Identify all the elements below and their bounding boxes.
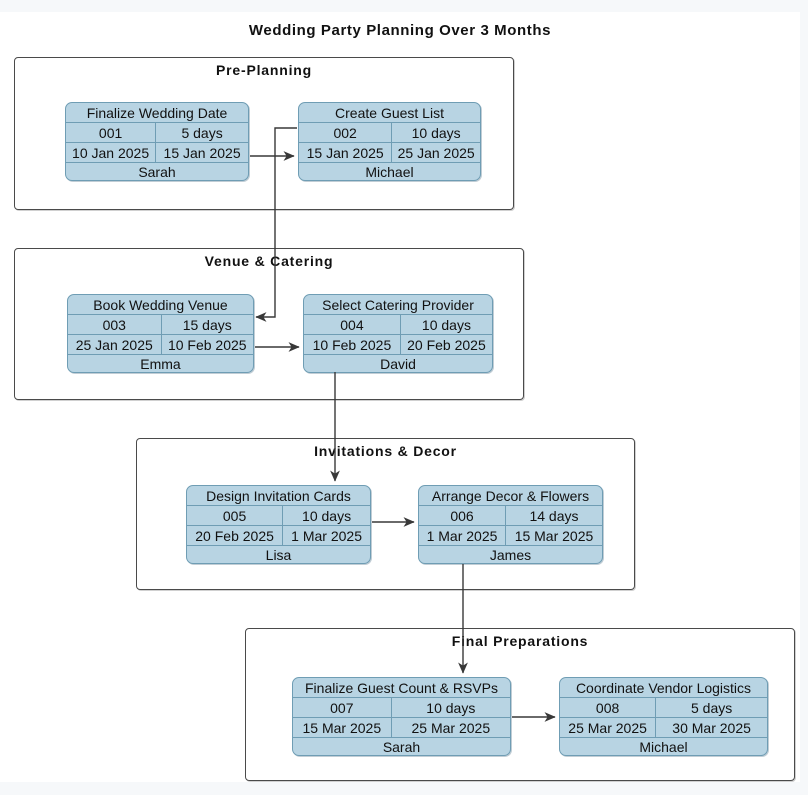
task-title: Finalize Wedding Date [66, 103, 248, 123]
task-owner: Emma [140, 355, 181, 372]
page-margin-right [800, 0, 808, 795]
task-card-select-catering-provider: Select Catering Provider 004 10 days 10 … [303, 294, 493, 373]
task-id: 003 [68, 315, 161, 335]
task-duration: 10 days [390, 698, 510, 718]
task-owner: Sarah [382, 738, 421, 755]
task-id: 006 [419, 506, 505, 526]
task-start-date: 15 Jan 2025 [299, 143, 392, 163]
task-card-coordinate-vendor-logistics: Coordinate Vendor Logistics 008 5 days 2… [559, 677, 768, 756]
task-duration: 10 days [399, 315, 492, 335]
task-end-date: 15 Jan 2025 [155, 143, 248, 163]
group-title: Pre-Planning [216, 62, 312, 78]
task-title: Finalize Guest Count & RSVPs [293, 678, 510, 698]
task-id: 008 [560, 698, 656, 718]
task-card-design-invitation-cards: Design Invitation Cards 005 10 days 20 F… [186, 485, 371, 564]
task-card-finalize-wedding-date: Finalize Wedding Date 001 5 days 10 Jan … [65, 102, 249, 181]
task-id: 007 [293, 698, 391, 718]
task-duration: 5 days [155, 123, 248, 143]
task-owner: Sarah [138, 163, 176, 180]
task-title: Design Invitation Cards [187, 486, 370, 506]
task-duration: 5 days [655, 698, 767, 718]
task-id: 001 [66, 123, 156, 143]
page-margin-bottom [0, 782, 808, 795]
task-start-date: 15 Mar 2025 [293, 718, 391, 738]
task-title: Book Wedding Venue [68, 295, 253, 315]
task-owner: James [489, 546, 532, 563]
group-venue-catering: Venue & Catering Book Wedding Venue 003 … [14, 248, 524, 400]
task-end-date: 10 Feb 2025 [160, 335, 253, 355]
task-end-date: 1 Mar 2025 [282, 526, 370, 546]
task-owner: Lisa [265, 546, 292, 563]
task-owner: Michael [365, 163, 414, 180]
task-id: 005 [187, 506, 283, 526]
task-duration: 10 days [282, 506, 370, 526]
task-id: 004 [304, 315, 400, 335]
task-card-arrange-decor-flowers: Arrange Decor & Flowers 006 14 days 1 Ma… [418, 485, 603, 564]
task-duration: 10 days [391, 123, 480, 143]
task-owner: Michael [639, 738, 688, 755]
task-end-date: 30 Mar 2025 [655, 718, 767, 738]
task-title: Coordinate Vendor Logistics [560, 678, 767, 698]
task-start-date: 20 Feb 2025 [187, 526, 283, 546]
group-title: Venue & Catering [204, 253, 334, 269]
task-card-finalize-guest-count: Finalize Guest Count & RSVPs 007 10 days… [292, 677, 511, 756]
task-start-date: 10 Jan 2025 [66, 143, 156, 163]
group-pre-planning: Pre-Planning Finalize Wedding Date 001 5… [14, 57, 514, 210]
task-start-date: 25 Jan 2025 [68, 335, 161, 355]
task-start-date: 10 Feb 2025 [304, 335, 400, 355]
task-title: Arrange Decor & Flowers [419, 486, 602, 506]
task-end-date: 25 Jan 2025 [391, 143, 480, 163]
task-end-date: 15 Mar 2025 [505, 526, 602, 546]
page-margin-top [0, 0, 808, 12]
task-title: Create Guest List [299, 103, 480, 123]
task-owner: David [380, 355, 416, 372]
group-title: Invitations & Decor [314, 443, 457, 459]
diagram-title: Wedding Party Planning Over 3 Months [248, 22, 552, 39]
group-invitations-decor: Invitations & Decor Design Invitation Ca… [136, 438, 635, 590]
task-start-date: 25 Mar 2025 [560, 718, 656, 738]
task-end-date: 25 Mar 2025 [390, 718, 510, 738]
task-id: 002 [299, 123, 392, 143]
group-final-preparations: Final Preparations Finalize Guest Count … [245, 628, 795, 781]
task-card-book-wedding-venue: Book Wedding Venue 003 15 days 25 Jan 20… [67, 294, 254, 373]
group-title: Final Preparations [451, 633, 589, 649]
task-card-create-guest-list: Create Guest List 002 10 days 15 Jan 202… [298, 102, 481, 181]
task-duration: 14 days [505, 506, 602, 526]
task-title: Select Catering Provider [304, 295, 492, 315]
task-duration: 15 days [160, 315, 253, 335]
task-start-date: 1 Mar 2025 [419, 526, 505, 546]
task-end-date: 20 Feb 2025 [399, 335, 492, 355]
